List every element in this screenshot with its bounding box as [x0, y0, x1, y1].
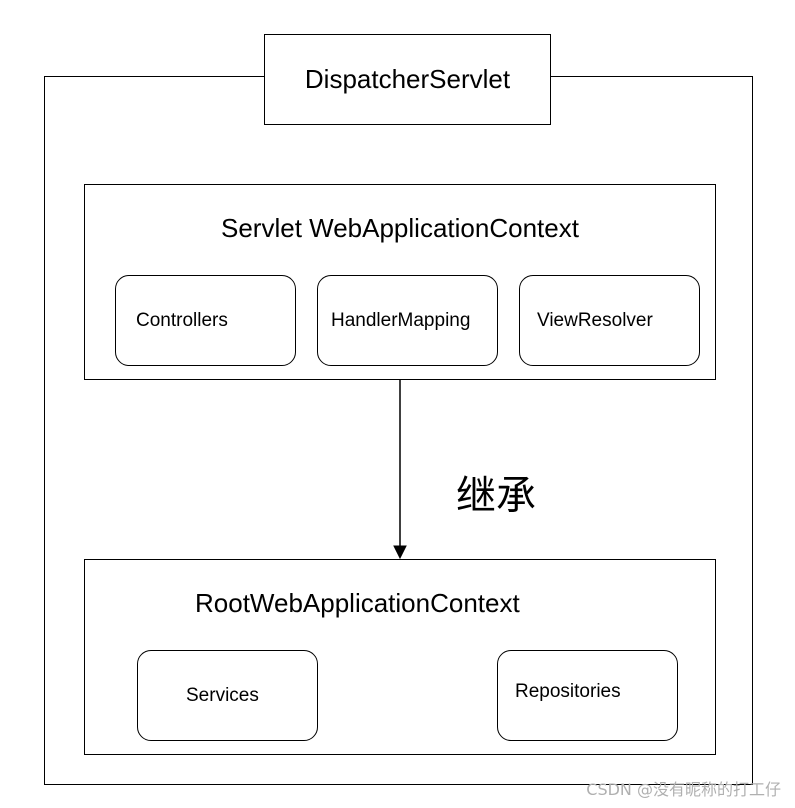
controllers-component: Controllers — [115, 275, 296, 366]
repositories-component: Repositories — [497, 650, 678, 741]
root-web-application-context: RootWebApplicationContext Services Repos… — [84, 559, 716, 755]
services-component: Services — [137, 650, 318, 741]
controllers-label: Controllers — [136, 309, 228, 331]
csdn-watermark: CSDN @没有昵称的打工仔 — [586, 780, 781, 799]
view-resolver-label: ViewResolver — [537, 309, 653, 331]
services-label: Services — [186, 684, 259, 706]
repositories-label: Repositories — [515, 680, 621, 702]
view-resolver-component: ViewResolver — [519, 275, 700, 366]
servlet-context-title: Servlet WebApplicationContext — [221, 213, 579, 243]
root-context-title: RootWebApplicationContext — [195, 588, 520, 618]
handler-mapping-component: HandlerMapping — [317, 275, 498, 366]
inheritance-label: 继承 — [456, 473, 536, 519]
handler-mapping-label: HandlerMapping — [331, 309, 471, 331]
dispatcher-servlet-title: DispatcherServlet — [304, 64, 511, 94]
servlet-web-application-context: Servlet WebApplicationContext Controller… — [84, 184, 716, 380]
dispatcher-servlet-box: DispatcherServlet — [264, 34, 551, 125]
